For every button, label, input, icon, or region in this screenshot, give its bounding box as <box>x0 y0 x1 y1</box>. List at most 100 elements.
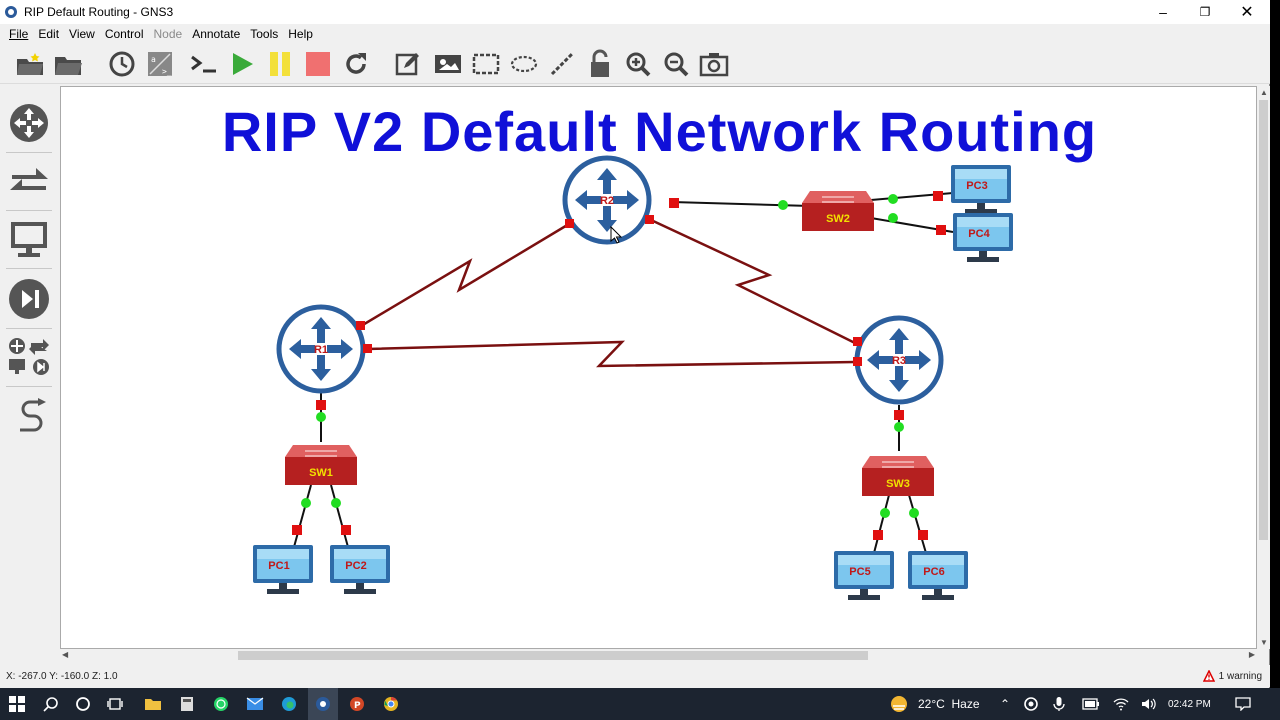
horizontal-scroll-thumb[interactable] <box>238 651 868 660</box>
menu-annotate[interactable]: Annotate <box>192 27 241 41</box>
vertical-scroll-thumb[interactable] <box>1259 100 1268 540</box>
cortana-button[interactable] <box>68 688 98 720</box>
start-all-button[interactable] <box>226 48 258 80</box>
wifi-indicator[interactable] <box>1106 688 1136 720</box>
add-link-icon <box>20 398 46 432</box>
pc-pc6[interactable]: PC6 <box>908 551 968 600</box>
pc-pc5[interactable]: PC5 <box>834 551 894 600</box>
add-note-button[interactable] <box>392 48 424 80</box>
end-devices-category-button[interactable] <box>6 216 52 262</box>
close-button[interactable]: ✕ <box>1226 0 1268 24</box>
ethernet-link-sw3-pc5[interactable] <box>873 494 890 554</box>
sidebar-divider <box>6 210 52 211</box>
file-explorer-app[interactable] <box>138 688 168 720</box>
pc-pc2[interactable]: PC2 <box>330 545 390 594</box>
terminal-icon <box>191 55 216 73</box>
mail-app[interactable] <box>240 688 270 720</box>
microphone-icon <box>1053 697 1065 711</box>
menu-node[interactable]: Node <box>153 27 183 41</box>
scroll-left-arrow[interactable]: ◀ <box>62 650 69 659</box>
edge-icon <box>282 697 296 711</box>
pc-pc3[interactable]: PC3 <box>951 165 1011 214</box>
ethernet-link-sw1-pc2[interactable] <box>330 484 349 548</box>
menu-control[interactable]: Control <box>104 27 144 41</box>
weather-widget[interactable]: 22°C Haze <box>890 688 980 720</box>
open-project-button[interactable] <box>52 48 84 80</box>
snapshot-icon <box>109 51 135 77</box>
switch-sw2[interactable]: SW2 <box>801 190 875 232</box>
add-link-button[interactable] <box>6 394 52 440</box>
search-button[interactable] <box>36 688 66 720</box>
gns3-app[interactable] <box>308 688 338 720</box>
notifications-button[interactable] <box>1228 688 1258 720</box>
edge-app[interactable] <box>274 688 304 720</box>
zoom-out-button[interactable] <box>660 48 692 80</box>
minimize-button[interactable]: – <box>1142 0 1184 24</box>
microphone-button[interactable] <box>1044 688 1074 720</box>
console-all-icon: a>_ <box>148 52 172 76</box>
ethernet-link-r2-sw2[interactable] <box>671 201 812 207</box>
lock-button[interactable] <box>584 48 616 80</box>
horizontal-scrollbar[interactable]: ◀ ▶ <box>60 649 1257 662</box>
reload-all-button[interactable] <box>340 48 372 80</box>
pc-pc4[interactable]: PC4 <box>953 213 1013 262</box>
stop-all-button[interactable] <box>302 48 334 80</box>
security-devices-category-button[interactable] <box>6 276 52 322</box>
gns3-app-icon <box>5 6 17 18</box>
switches-category-button[interactable] <box>6 158 52 204</box>
suspend-all-button[interactable] <box>264 48 296 80</box>
switch-sw1[interactable]: SW1 <box>284 444 358 486</box>
volume-indicator[interactable] <box>1134 688 1164 720</box>
serial-link-r1-r2[interactable] <box>360 222 570 328</box>
show-hidden-icons-button[interactable]: ⌃ <box>990 688 1020 720</box>
powerpoint-app[interactable]: P <box>342 688 372 720</box>
menu-file[interactable]: File <box>9 27 29 41</box>
all-devices-category-button[interactable] <box>6 334 52 380</box>
chevron-up-icon: ⌃ <box>999 697 1011 711</box>
start-button[interactable] <box>2 688 32 720</box>
task-view-button[interactable] <box>100 688 130 720</box>
scroll-down-arrow[interactable]: ▼ <box>1260 638 1268 647</box>
battery-indicator[interactable] <box>1076 688 1106 720</box>
menu-edit[interactable]: Edit <box>38 27 60 41</box>
calculator-app[interactable] <box>172 688 202 720</box>
maximize-button[interactable]: ❐ <box>1184 0 1226 24</box>
ethernet-link-sw3-pc6[interactable] <box>908 494 927 554</box>
snapshot-button[interactable] <box>106 48 138 80</box>
draw-line-button[interactable] <box>546 48 578 80</box>
warning-indicator[interactable]: 1 warning <box>1202 670 1262 682</box>
new-project-button[interactable] <box>14 48 46 80</box>
routers-category-button[interactable] <box>6 100 52 146</box>
menu-help[interactable]: Help <box>288 27 313 41</box>
console-all-button[interactable]: a>_ <box>144 48 176 80</box>
canvas-heading: RIP V2 Default Network Routing <box>221 100 1098 163</box>
router-r2[interactable]: R2 <box>565 158 649 242</box>
draw-rectangle-button[interactable] <box>470 48 502 80</box>
menu-tools[interactable]: Tools <box>250 27 279 41</box>
whatsapp-app[interactable] <box>206 688 236 720</box>
window-title: RIP Default Routing - GNS3 <box>24 5 174 19</box>
insert-picture-button[interactable] <box>432 48 464 80</box>
topology-canvas[interactable]: RIP V2 Default Network Routing <box>60 86 1257 649</box>
router-r3[interactable]: R3 <box>857 318 941 402</box>
serial-link-r2-r3[interactable] <box>650 218 858 346</box>
scroll-up-arrow[interactable]: ▲ <box>1260 88 1268 97</box>
svg-text:P: P <box>354 701 361 711</box>
ethernet-link-sw1-pc1[interactable] <box>293 484 312 548</box>
router-r1[interactable]: R1 <box>279 307 363 391</box>
vertical-scrollbar[interactable]: ▲ ▼ <box>1257 86 1270 649</box>
serial-link-r1-r3[interactable] <box>366 340 856 368</box>
cortana-icon <box>76 697 90 711</box>
tray-record-button[interactable] <box>1016 688 1046 720</box>
terminal-button[interactable] <box>188 48 220 80</box>
system-clock[interactable]: 02:42 PM <box>1168 688 1211 720</box>
scroll-right-arrow[interactable]: ▶ <box>1248 650 1255 659</box>
screenshot-button[interactable] <box>698 48 730 80</box>
chrome-app[interactable] <box>376 688 406 720</box>
zoom-in-button[interactable] <box>622 48 654 80</box>
menu-view[interactable]: View <box>69 27 95 41</box>
draw-ellipse-button[interactable] <box>508 48 540 80</box>
switch-sw3[interactable]: SW3 <box>861 455 935 497</box>
pc-pc1[interactable]: PC1 <box>253 545 313 594</box>
switch-sw2-label: SW2 <box>826 213 850 225</box>
